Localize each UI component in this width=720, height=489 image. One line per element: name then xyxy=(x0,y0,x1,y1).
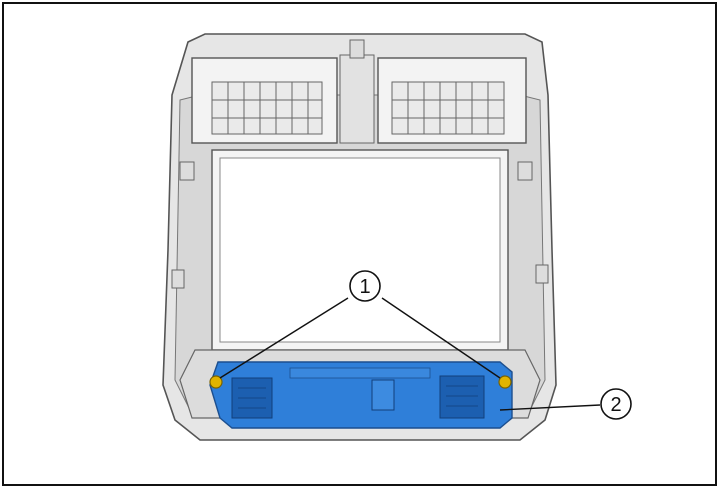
right-vent-slats xyxy=(391,81,505,135)
center-connector xyxy=(371,379,395,411)
left-mounting-screw xyxy=(209,375,223,389)
display-opening-inner xyxy=(219,157,501,343)
callout-1: 1 xyxy=(349,270,381,302)
callout-1-label: 1 xyxy=(359,276,370,298)
leader-lines xyxy=(219,297,601,411)
trim-bezel xyxy=(162,33,557,441)
right-mounting-screw xyxy=(498,375,512,389)
left-vent-slats xyxy=(211,81,323,135)
right-connector xyxy=(439,375,485,419)
callout-2: 2 xyxy=(600,388,632,420)
callout-2-label: 2 xyxy=(610,394,621,416)
control-module xyxy=(209,361,513,429)
